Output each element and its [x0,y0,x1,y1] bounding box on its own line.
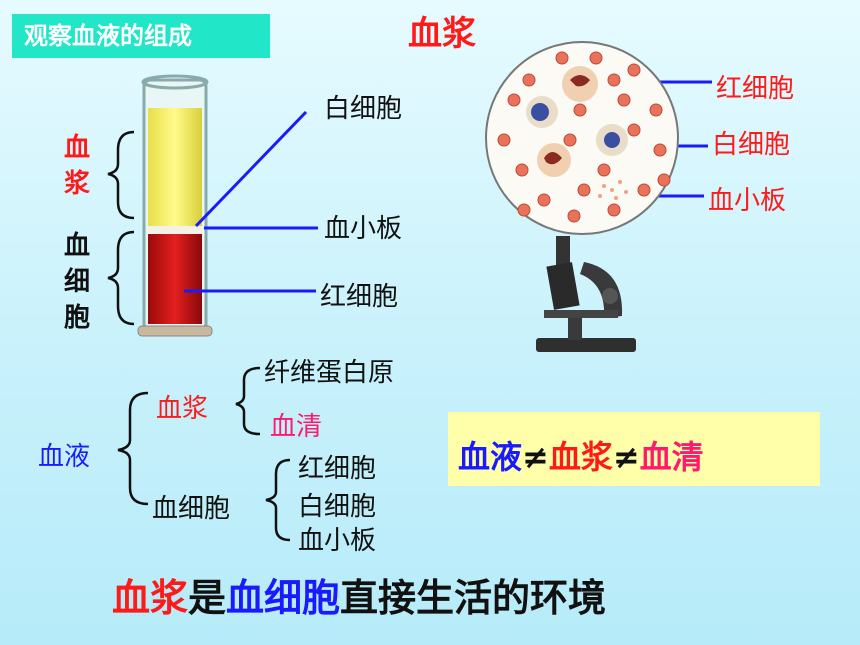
rbc-cells [497,51,671,223]
equation-text: 血液≠血浆≠血清 [458,432,704,478]
platelet-cells [598,180,628,200]
plasma-bracket [107,130,135,220]
tube-rbc-label: 红细胞 [320,282,399,312]
conclusion-rest: 直接生活的环境 [340,576,607,620]
mic-platelet-label: 血小板 [708,186,787,216]
plasma-layer [148,108,202,226]
cells-bracket-label: 血细胞 [63,231,90,333]
equation-box [448,412,820,486]
plasma-tree-bracket [235,366,261,436]
header-plasma: 血浆 [408,14,476,54]
eq-neq-1: ≠ [522,438,549,476]
eq-plasma: 血浆 [548,438,613,476]
tree-fibrinogen: 纤维蛋白原 [264,358,395,388]
tree-blood: 血液 [38,442,91,472]
conclusion-cells: 血细胞 [226,576,341,620]
tube-base [137,325,213,337]
cells-bracket [107,230,135,326]
rbc-layer [148,234,202,324]
conclusion-text: 血浆是血细胞直接生活的环境 [112,567,606,622]
mic-wbc-label: 白细胞 [712,130,791,160]
tube-platelet-label: 血小板 [324,214,403,244]
slide-title-box: 观察血液的组成 [12,14,270,58]
tree-plasma: 血浆 [156,394,209,424]
tube-rim [141,74,209,90]
mic-rbc-label: 红细胞 [716,74,795,104]
conclusion-is: 是 [188,576,227,620]
blood-bracket [117,391,149,506]
cells-tree-bracket [265,458,291,542]
wbc-pointer [194,110,308,228]
tree-cells: 血细胞 [152,494,231,524]
eq-neq-2: ≠ [612,438,640,476]
eq-blood: 血液 [458,438,523,476]
buffy-coat-layer [148,226,202,234]
wbc-cells [526,66,628,177]
field-of-view [485,41,679,235]
tube-wbc-label: 白细胞 [324,94,403,124]
microscope-body [536,236,636,352]
tree-platelet: 血小板 [298,526,377,556]
tree-wbc: 白细胞 [298,492,377,522]
eq-serum: 血清 [639,438,704,476]
microscope-illustration [485,41,679,352]
conclusion-plasma: 血浆 [112,576,189,620]
test-tube-illustration [137,74,213,337]
tree-rbc: 红细胞 [298,454,377,484]
tree-serum: 血清 [270,412,323,442]
plasma-bracket-label: 血浆 [63,133,90,199]
